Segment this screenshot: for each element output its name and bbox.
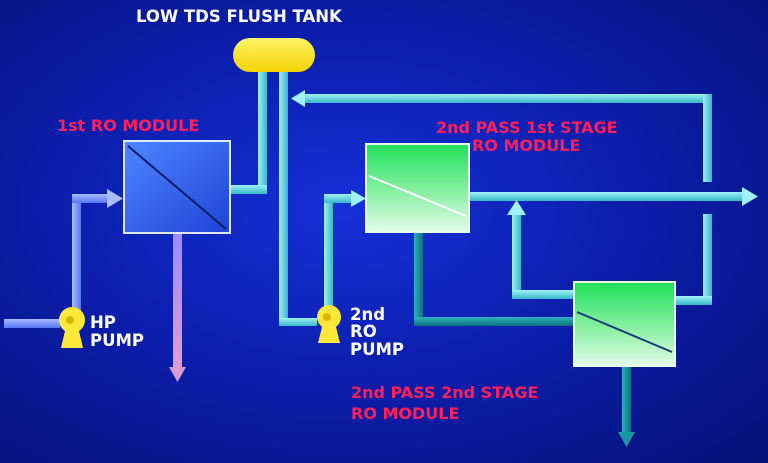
pump-icon (317, 305, 341, 343)
pipe-hp-to-ro1 (72, 194, 110, 203)
arrowhead-ro1-feed (107, 189, 123, 208)
pass2-stage2-line1: 2nd PASS 2nd STAGE (351, 383, 539, 402)
pipe-right-to-stage2 (673, 296, 712, 305)
stage1-permeate (469, 187, 758, 206)
pipe-recycle-right (703, 94, 712, 182)
arrowhead-recycle (291, 90, 305, 107)
stage2-permeate (507, 200, 712, 305)
pass2-stage1-line2: RO MODULE (472, 135, 581, 155)
pipe-hp-up (72, 197, 81, 315)
pump-icon (59, 307, 85, 348)
pipe-right-down (703, 214, 712, 304)
pass2-stage2-label: 2nd PASS 2nd STAGE RO MODULE (351, 383, 538, 425)
arrowhead-product (742, 187, 758, 206)
arrowhead-stage2-reject (618, 432, 635, 447)
membrane-module-icon (573, 281, 676, 367)
recycle-loop (291, 90, 712, 182)
pipe-stage1-reject-down (414, 231, 423, 325)
pipe-ro1-permeate-h (228, 185, 267, 194)
arrowhead-stage2-up (507, 200, 526, 215)
stage1-reject (414, 231, 574, 326)
ro-pump-2-label: 2nd RO PUMP (350, 306, 404, 358)
pipe-stage1-reject-h (414, 317, 574, 326)
pipe-recycle-top (300, 94, 711, 103)
pipe-inlet (4, 319, 60, 328)
arrowhead-stage1-feed (351, 190, 366, 207)
hp-pump-line2: PUMP (90, 331, 145, 351)
ro1-reject (169, 232, 186, 382)
pipe-stage1-out (469, 192, 746, 201)
hp-pump-label: HP PUMP (90, 313, 145, 351)
ro-pump-2-line3: PUMP (350, 339, 405, 359)
pipe-tank-to-ro1 (258, 72, 267, 190)
pass2-stage1-label: 2nd PASS 1st STAGE RO MODULE (436, 119, 618, 155)
pipe-stage2-perm-h (512, 290, 574, 299)
ro-pump-2-line1: 2nd (350, 305, 386, 324)
ro-module-1-label: 1st RO MODULE (57, 116, 200, 135)
pass2-stage2-line2: RO MODULE (351, 403, 460, 423)
pass2-stage1-line1: 2nd PASS 1st STAGE (436, 118, 618, 137)
ro-pump-2-line2: RO (350, 322, 377, 342)
pump2-feed (324, 190, 366, 315)
ro-module-pass2-stage1 (365, 143, 470, 233)
pipe-pump2-up (324, 197, 333, 315)
flush-tank-label: LOW TDS FLUSH TANK (136, 7, 342, 26)
pipe-stage2-up (512, 213, 521, 295)
ro-module-pass2-stage2 (573, 281, 676, 367)
hp-feed (4, 189, 123, 328)
tank-icon (233, 38, 315, 72)
arrowhead-ro1-reject (169, 367, 186, 382)
pipe-pump2-to-stage1 (324, 194, 354, 203)
tank-pipes (228, 72, 317, 326)
membrane-module-icon (365, 143, 470, 233)
pipe-to-pump2 (279, 318, 317, 326)
stage2-reject (618, 365, 635, 447)
ro-module-1 (123, 140, 231, 234)
hp-pump-line1: HP (90, 313, 116, 332)
pipe-tank-down (279, 72, 288, 324)
